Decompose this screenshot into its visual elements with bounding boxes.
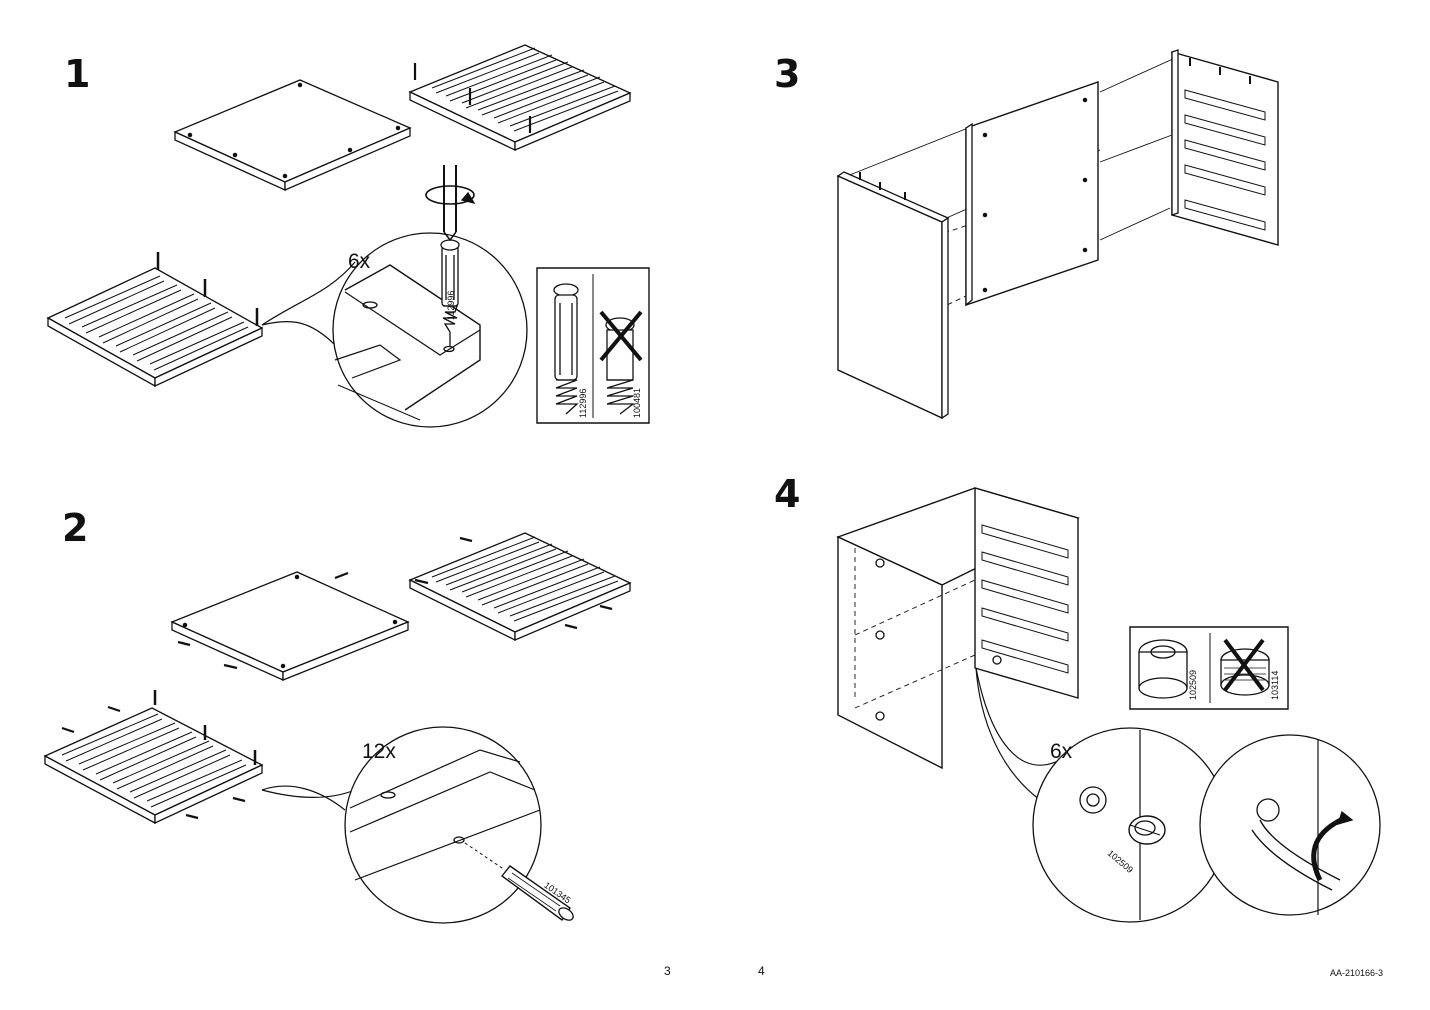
check-code-correct-step4: 102509 <box>1188 669 1198 700</box>
panel-plain-step2 <box>172 572 408 680</box>
check-code-wrong-step4: 103114 <box>1270 670 1280 700</box>
rotate-arrow-icon <box>426 186 474 204</box>
fitting-check-box <box>537 268 649 423</box>
part-code-step1: 112996 <box>446 290 456 320</box>
step-number-3: 3 <box>774 52 801 96</box>
step3-artwork <box>838 50 1278 418</box>
back-panel-step3 <box>966 82 1098 305</box>
correct-dowel <box>554 284 578 414</box>
quantity-label-step1: 6x <box>348 250 371 273</box>
screwdriver-icon <box>444 165 456 240</box>
step2-artwork <box>45 533 630 923</box>
step-number-1: 1 <box>64 52 91 96</box>
detail-circle-turn <box>1200 735 1380 915</box>
step4-artwork <box>838 488 1380 922</box>
wooden-dowel-icon <box>502 866 575 923</box>
check-code-wrong-step1: 100481 <box>632 387 642 418</box>
page-number-left: 3 <box>664 964 671 978</box>
side-panel-right <box>1172 50 1278 245</box>
correct-cam <box>1139 640 1187 698</box>
panel-grooved-top-step2 <box>410 533 630 640</box>
quantity-label-step2: 12x <box>362 740 396 763</box>
panel-grooved-left <box>48 252 262 386</box>
cam-check-box <box>1130 627 1288 709</box>
side-panel-left <box>838 172 948 418</box>
panel-grooved-left-step2 <box>45 690 262 823</box>
check-code-correct-step1: 112996 <box>578 388 588 418</box>
panel-plain <box>175 80 410 190</box>
cabinet-carcass <box>838 488 1078 768</box>
cross-mark-icon <box>601 312 641 360</box>
page-number-right: 4 <box>758 964 765 978</box>
document-code: AA-210166-3 <box>1330 968 1384 978</box>
cross-mark-icon <box>1225 640 1263 690</box>
step-number-2: 2 <box>62 506 89 550</box>
detail-circle-step2 <box>345 727 541 923</box>
step1-artwork <box>48 45 649 427</box>
quantity-label-step4: 6x <box>1050 740 1073 763</box>
detail-circle-step1 <box>333 233 527 427</box>
panel-grooved-top <box>410 45 630 150</box>
step-number-4: 4 <box>774 472 801 516</box>
cam-lock-icon <box>1129 816 1165 844</box>
